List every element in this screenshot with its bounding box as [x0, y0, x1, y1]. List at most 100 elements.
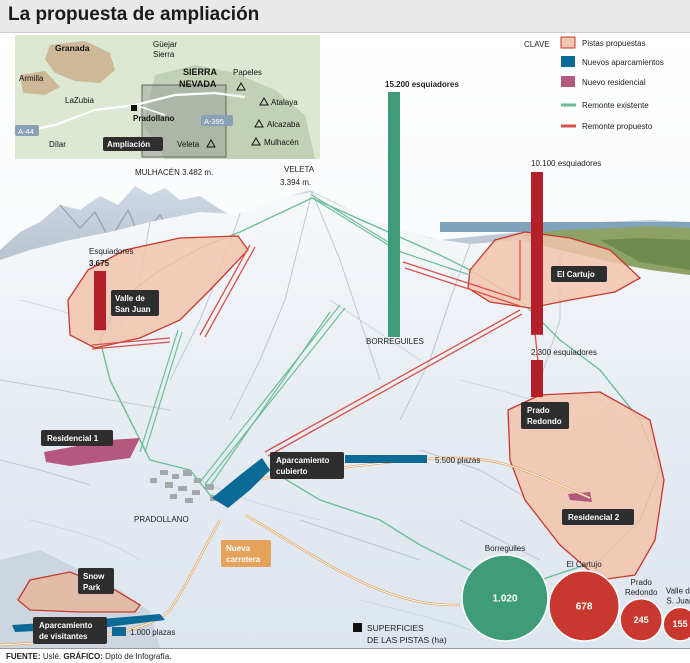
inset-road-a44: A-44	[15, 125, 39, 136]
inset-place-armilla: Armilla	[19, 74, 44, 83]
label-prado-redondo: Prado Redondo	[521, 402, 569, 429]
footer-source: Uslé.	[42, 652, 62, 661]
skier-bar-prado-redondo	[531, 360, 543, 398]
surfaces-title-line1: SUPERFICIES	[367, 623, 424, 633]
legend-label-residencial: Nuevo residencial	[582, 78, 646, 87]
svg-text:A-44: A-44	[18, 127, 34, 136]
legend-label-pistas: Pistas propuestas	[582, 39, 646, 48]
skier-label-valle-val: 3.675	[89, 259, 110, 268]
inset-map: A-44 A-395 Granada Güejar Sierra Armilla…	[15, 35, 320, 159]
legend-swatch-residencial	[561, 76, 575, 87]
peak-veleta-name: VELETA	[284, 165, 315, 174]
svg-text:A-395: A-395	[204, 117, 224, 126]
skier-label-valle-top: Esquiadores	[89, 247, 133, 256]
inset-road-a395: A-395	[201, 115, 233, 126]
skier-label-cartujo: 10.100 esquiadores	[531, 159, 601, 168]
surface-value-el-cartujo: 678	[576, 601, 593, 612]
peak-icon	[254, 118, 264, 128]
label-valle-san-juan: Valle de San Juan	[111, 290, 159, 316]
title-bar: La propuesta de ampliación	[0, 0, 690, 33]
surface-name-el-cartujo: El Cartujo	[567, 560, 603, 569]
legend-title: CLAVE	[524, 40, 550, 49]
surface-bubble-el-cartujo	[548, 570, 620, 642]
surface-bubble-prado-redondo	[619, 598, 664, 642]
aparcamiento-cubierto-shape	[212, 458, 270, 508]
aparcamiento-cubierto-bar	[345, 455, 427, 463]
surface-value-prado-redondo: 245	[634, 615, 649, 625]
inset-place-granada: Granada	[55, 43, 90, 53]
skier-label-prado: 2.300 esquiadores	[531, 348, 597, 357]
inset-region-sierra: SIERRA	[183, 67, 218, 77]
inset-place-lazubia: LaZubia	[65, 96, 94, 105]
borreguiles-label: BORREGUILES	[366, 337, 424, 346]
peak-icon	[236, 81, 246, 91]
pradollano-label: PRADOLLANO	[134, 515, 189, 524]
inset-region-nevada: NEVADA	[179, 79, 217, 89]
surface-name-prado-redondo: Redondo	[625, 588, 658, 597]
inset-place-alcazaba: Alcazaba	[267, 120, 300, 129]
svg-text:San Juan: San Juan	[115, 305, 151, 314]
inset-zoom-label: Ampliación	[103, 137, 163, 151]
inset-place-sierra: Sierra	[153, 50, 175, 59]
footer: FUENTE: Uslé. GRÁFICO: Dpto de Infografí…	[0, 648, 690, 663]
svg-text:Nueva: Nueva	[226, 544, 251, 553]
svg-text:Park: Park	[83, 583, 101, 592]
surfaces-title-line2: DE LAS PISTAS (ha)	[367, 635, 447, 645]
svg-text:de visitantes: de visitantes	[39, 632, 88, 641]
svg-text:Prado: Prado	[527, 406, 550, 415]
surface-name-borreguiles: Borreguiles	[485, 544, 525, 553]
surface-bubble-valle-de-s-juan	[662, 606, 690, 642]
svg-text:Aparcamiento: Aparcamiento	[39, 621, 92, 630]
residencial-2-area	[568, 492, 592, 502]
label-aparcamiento-cubierto: Aparcamiento cubierto	[270, 452, 344, 479]
svg-text:cubierto: cubierto	[276, 467, 308, 476]
label-el-cartujo: El Cartujo	[551, 266, 607, 282]
surface-value-borreguiles: 1.020	[492, 593, 517, 604]
legend-label-remonte-propuesto: Remonte propuesto	[582, 122, 653, 131]
label-nueva-carretera: Nueva carretera	[221, 540, 271, 567]
surface-bubble-borreguiles	[461, 554, 549, 642]
skier-value: 2.300 esquiadores	[531, 348, 597, 357]
label-residencial-2: Residencial 2	[562, 509, 634, 525]
peak-icon	[259, 96, 269, 106]
parking-visitantes-plazas: 1.000 plazas	[130, 628, 175, 637]
svg-text:carretera: carretera	[226, 555, 261, 564]
parking-cubierto-plazas: 5.500 plazas	[435, 456, 480, 465]
inset-place-dilar: Dílar	[49, 140, 66, 149]
svg-text:Ampliación: Ampliación	[107, 140, 150, 149]
skier-bar-valle-de-san-juan	[94, 271, 106, 331]
legend-label-remonte-existente: Remonte existente	[582, 101, 649, 110]
surfaces-marker	[353, 623, 362, 632]
page-title: La propuesta de ampliación	[8, 4, 260, 25]
svg-text:Redondo: Redondo	[527, 417, 562, 426]
skier-bar-el-cartujo	[531, 172, 543, 335]
svg-text:Snow: Snow	[83, 572, 105, 581]
label-aparcamiento-visitantes: Aparcamiento de visitantes	[33, 617, 107, 644]
footer-source-label: FUENTE:	[6, 652, 41, 661]
svg-text:Residencial 2: Residencial 2	[568, 513, 620, 522]
svg-text:Residencial 1: Residencial 1	[47, 434, 99, 443]
inset-place-atalaya: Atalaya	[271, 98, 298, 107]
inset-place-papeles: Papeles	[233, 68, 262, 77]
peak-veleta-alt: 3.394 m.	[280, 178, 311, 187]
svg-text:El Cartujo: El Cartujo	[557, 270, 595, 279]
label-snow-park: Snow Park	[78, 568, 114, 594]
skier-bar-borreguiles	[388, 92, 400, 337]
svg-text:Aparcamiento: Aparcamiento	[276, 456, 329, 465]
legend-label-aparcamientos: Nuevos aparcamientos	[582, 58, 664, 67]
zone-prado-redondo	[507, 391, 665, 581]
skier-label-borreguiles: 15.200 esquiadores	[385, 80, 459, 89]
surface-value-valle-de-s-juan: 155	[672, 619, 687, 629]
inset-place-veleta: Veleta	[177, 140, 200, 149]
legend-swatch-pistas	[560, 36, 576, 49]
residencial-1-area	[44, 438, 140, 466]
legend-swatch-aparcamientos	[561, 56, 575, 67]
peak-mulhacen-label: MULHACÉN 3.482 m.	[135, 168, 213, 177]
skier-value: 15.200 esquiadores	[385, 80, 459, 89]
legend: CLAVE Pistas propuestas Nuevos aparcamie…	[524, 36, 664, 131]
peak-icon	[206, 138, 216, 148]
skier-value: 10.100 esquiadores	[531, 159, 601, 168]
inset-place-pradollano: Pradollano	[133, 114, 174, 123]
surface-name-valle-de-s-juan: S. Juan	[666, 597, 690, 606]
